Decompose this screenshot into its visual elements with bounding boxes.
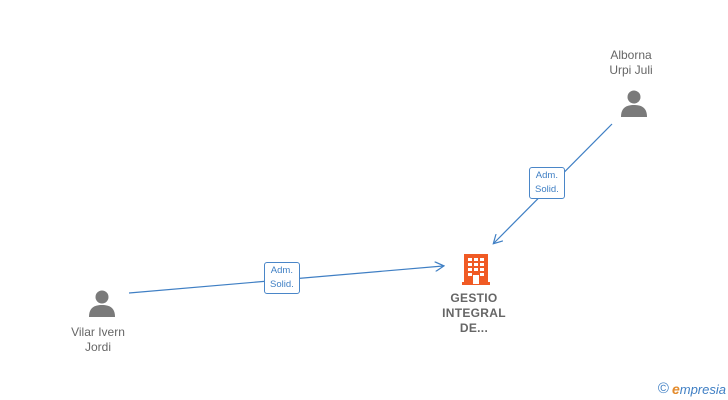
edge-label-line: Adm. (270, 265, 293, 276)
edge-label-alborna-company[interactable]: Adm. Solid. (529, 167, 565, 199)
node-label-alborna[interactable]: Alborna Urpi Juli (576, 48, 686, 78)
node-label-line: DE... (459, 321, 489, 335)
node-label-vilar[interactable]: Vilar Ivern Jordi (43, 325, 153, 355)
brand-watermark: © empresia (658, 380, 726, 397)
edge-label-line: Solid. (270, 279, 294, 290)
building-icon[interactable] (461, 252, 491, 286)
node-label-line: Urpi Juli (609, 63, 653, 77)
edge-label-vilar-company[interactable]: Adm. Solid. (264, 262, 300, 294)
brand-logo-text: mpresia (679, 381, 726, 397)
brand-logo-initial: e (671, 380, 680, 397)
person-icon[interactable] (619, 89, 649, 119)
node-label-line: INTEGRAL (442, 306, 506, 320)
edge-label-line: Solid. (535, 184, 559, 195)
edge-label-line: Adm. (535, 170, 558, 181)
node-label-company[interactable]: GESTIO INTEGRAL DE... (424, 291, 524, 336)
copyright-icon: © (657, 380, 669, 397)
person-icon[interactable] (87, 289, 117, 319)
brand-logo: empresia (672, 381, 726, 397)
node-label-line: Alborna (610, 48, 652, 62)
node-label-line: Vilar Ivern (71, 325, 125, 339)
node-label-line: Jordi (84, 340, 111, 354)
node-label-line: GESTIO (450, 291, 498, 305)
